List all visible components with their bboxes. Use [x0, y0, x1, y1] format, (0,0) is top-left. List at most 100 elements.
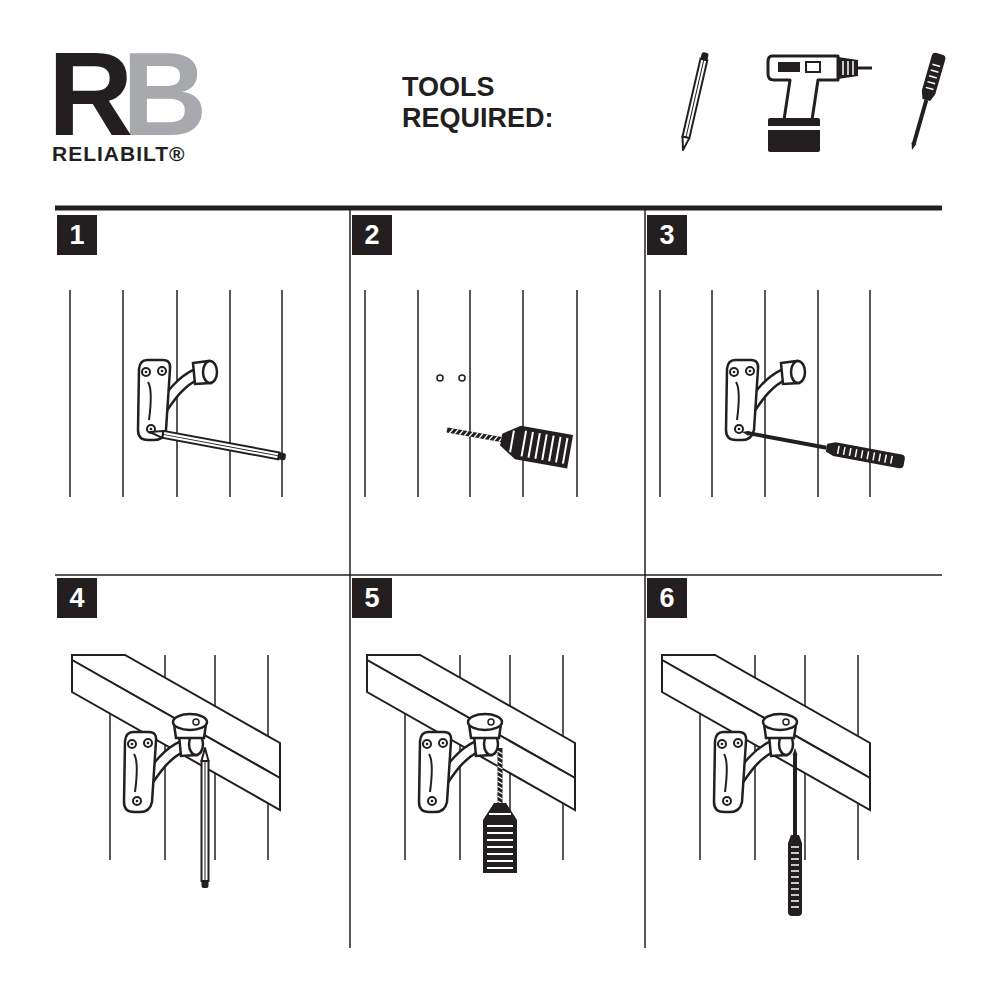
handrail-bracket	[714, 732, 793, 812]
saddle-screw-hole	[783, 719, 789, 725]
screw-hole	[735, 425, 743, 433]
handle-groove	[926, 87, 934, 89]
handle-groove	[932, 64, 940, 66]
pencil-tip	[149, 429, 163, 438]
drill-icon	[768, 56, 872, 152]
handle-groove	[873, 452, 874, 460]
drill-icon-bit	[858, 67, 872, 70]
panel-divider	[55, 574, 942, 576]
screw-hole-center	[733, 371, 736, 374]
screw-hole-center	[738, 428, 741, 431]
drill	[444, 413, 573, 468]
handrail	[367, 655, 575, 810]
bit-flute	[464, 431, 468, 436]
tools-icons	[680, 52, 947, 152]
pencil-lead	[150, 431, 154, 434]
pencil-lead	[204, 748, 206, 752]
wall-board-line	[364, 290, 366, 497]
step-number-badge: 5	[352, 578, 392, 618]
screw-hole	[718, 740, 726, 748]
screw-hole-center	[131, 743, 134, 746]
step-number: 3	[659, 222, 674, 249]
screw-hole	[439, 739, 447, 747]
logo-letter: R	[48, 35, 133, 153]
handle-groove	[791, 900, 799, 902]
screwdriver-shaft	[912, 99, 929, 144]
handle-groove	[838, 446, 839, 454]
screw-hole-center	[150, 428, 153, 431]
handle-groove	[927, 82, 935, 84]
step-5-art	[367, 655, 575, 873]
chuck-ring	[510, 431, 514, 453]
screwdriver-tip	[793, 748, 798, 755]
handle-groove	[791, 852, 799, 854]
drill-icon-body	[768, 56, 838, 120]
chuck-grip	[487, 825, 513, 827]
brand-name: RELIABILT®	[52, 142, 186, 165]
handrail-bracket	[726, 360, 805, 440]
screw-hole-center	[737, 742, 740, 745]
drill-icon-battery-band	[768, 126, 820, 130]
handrail-face	[72, 660, 280, 810]
panel-divider	[644, 208, 646, 948]
bit-flute	[498, 796, 503, 799]
bracket-plate-inner	[134, 754, 137, 792]
chuck-grip	[487, 846, 513, 848]
handle-groove	[791, 846, 799, 848]
wall-board-line	[281, 290, 283, 497]
pencil	[149, 429, 286, 461]
bracket-plate	[726, 360, 758, 440]
screwdriver-handle	[825, 441, 905, 469]
screw-hole-center	[726, 800, 729, 803]
drill-icon-display	[778, 62, 800, 72]
step-number-badge: 6	[647, 578, 687, 618]
bit-flute	[454, 429, 458, 434]
pencil-body	[202, 761, 209, 881]
pencil	[680, 52, 709, 151]
bit-flute	[498, 756, 503, 759]
bracket-saddle-top	[468, 714, 502, 730]
chuck-grip	[842, 61, 844, 75]
handle-groove	[867, 451, 868, 459]
bit-flute	[498, 786, 503, 789]
step-number: 5	[364, 585, 379, 612]
bit-flute	[484, 434, 488, 439]
wall-board-line	[522, 290, 524, 497]
bit-flute	[498, 791, 503, 794]
screw-hole-center	[426, 743, 429, 746]
handle-groove	[791, 864, 799, 866]
handrail-face	[662, 660, 870, 810]
bit-flute	[498, 781, 503, 784]
step-number-badge: 2	[352, 215, 392, 255]
bracket-plate-inner	[736, 382, 739, 420]
screw-hole	[734, 739, 742, 747]
handle-groove	[844, 447, 845, 455]
handle-groove	[791, 882, 799, 884]
saddle-screw-hole	[193, 719, 199, 725]
step-number: 1	[69, 222, 84, 249]
handle-groove	[791, 870, 799, 872]
bracket-plate	[124, 732, 156, 812]
step-number: 2	[364, 222, 379, 249]
handle-groove	[931, 70, 939, 72]
bit-flute	[498, 771, 503, 774]
wall-board-line	[417, 290, 419, 497]
pencil-lead	[682, 146, 685, 150]
step-number-badge: 3	[647, 215, 687, 255]
pencil-facet	[205, 761, 206, 881]
pencil	[202, 748, 209, 888]
step-2-art	[365, 290, 577, 497]
wall-board-line	[659, 290, 661, 497]
chuck-grip	[852, 61, 854, 75]
wall-board-line	[69, 290, 71, 497]
top-rule	[55, 206, 942, 211]
chuck-grip	[549, 436, 554, 462]
wall-board-line	[122, 290, 124, 497]
pilot-hole	[459, 375, 465, 381]
drill-chuck	[483, 803, 517, 873]
step-1-art	[70, 290, 286, 497]
chuck-grip	[487, 853, 513, 855]
bit-flute	[498, 766, 503, 769]
pencil-tip	[680, 137, 690, 151]
bit-flute	[479, 433, 483, 438]
